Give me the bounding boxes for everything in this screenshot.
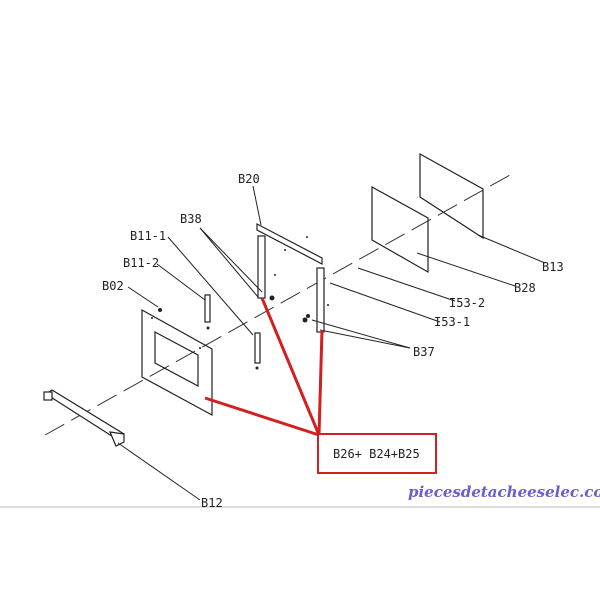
part-door-panel xyxy=(141,308,213,417)
label-b12: B12 xyxy=(201,496,223,510)
part-b12-handle xyxy=(43,389,125,447)
label-b13: B13 xyxy=(542,260,564,274)
label-b11-1: B11-1 xyxy=(130,229,166,243)
label-b38: B38 xyxy=(180,212,202,226)
label-b28: B28 xyxy=(514,281,536,295)
part-b11-2-bracket xyxy=(204,294,211,323)
part-b28-glass xyxy=(371,185,429,274)
callout-b26-b24-b25: B26+ B24+B25 xyxy=(204,297,437,474)
part-b13-glass xyxy=(419,152,484,240)
label-b37: B37 xyxy=(413,345,435,359)
label-b20: B20 xyxy=(238,172,260,186)
leader-lines xyxy=(117,185,546,501)
watermark: piecesdetacheeselec.com xyxy=(408,483,600,501)
label-i53-2: I53-2 xyxy=(449,296,485,310)
label-b11-2: B11-2 xyxy=(123,256,159,270)
part-b11-1-bracket xyxy=(254,332,261,364)
part-b20-frame xyxy=(256,223,329,333)
label-b02: B02 xyxy=(102,279,124,293)
label-i53-1: I53-1 xyxy=(434,315,470,329)
assembly-axis xyxy=(44,174,511,436)
callout-label: B26+ B24+B25 xyxy=(333,447,420,461)
